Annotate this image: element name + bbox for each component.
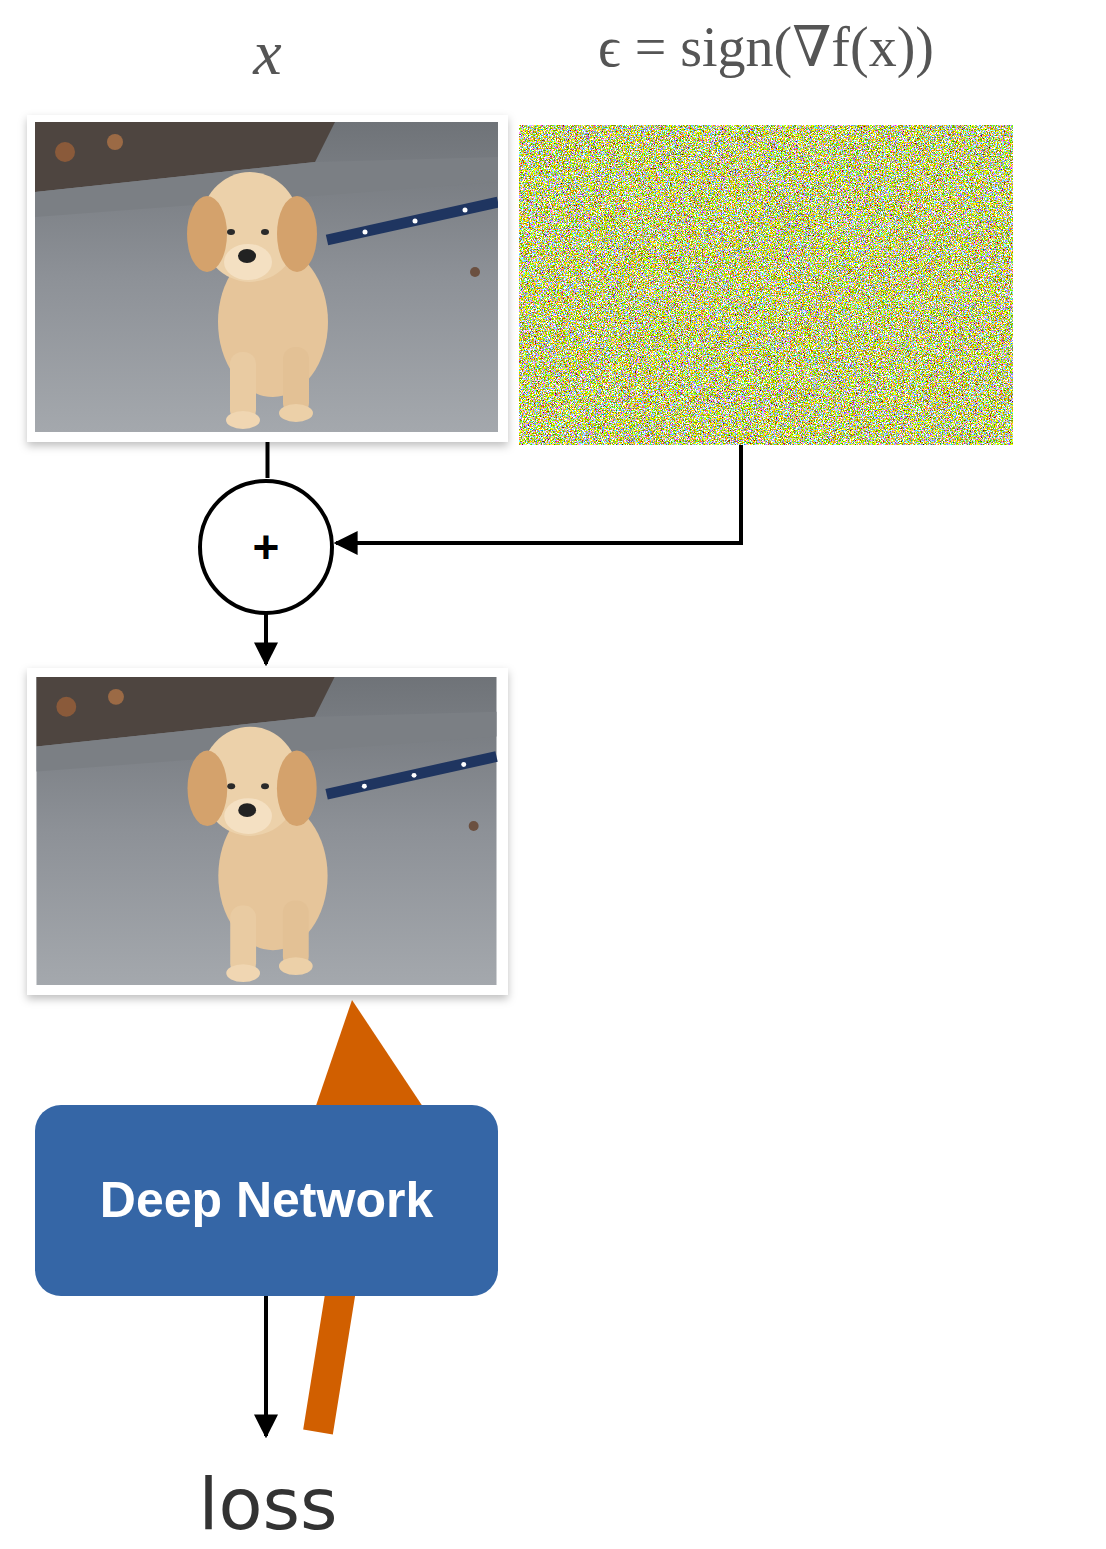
circle-outline (200, 481, 332, 613)
sum-arrow (264, 614, 268, 664)
sum-node: + (197, 478, 335, 616)
formula-label: ϵ = sign(∇f(x)) (455, 19, 1077, 75)
noise-pattern (519, 125, 1013, 445)
photo-frame (27, 668, 508, 995)
input-photo (35, 122, 498, 432)
connector (266, 442, 270, 478)
box-title: Deep Network (100, 1173, 433, 1228)
operator-symbol: + (253, 524, 280, 570)
variable-label: x (0, 21, 568, 85)
adversarial-photo (36, 677, 496, 985)
connector (336, 445, 741, 543)
input-image: x (27, 115, 508, 442)
network-box: Deep Network (35, 1105, 498, 1296)
output-label: loss (198, 1468, 337, 1540)
photo-frame (27, 115, 508, 442)
noise-image: ϵ = sign(∇f(x)) (515, 121, 1017, 449)
loss-arrow (264, 1296, 268, 1436)
